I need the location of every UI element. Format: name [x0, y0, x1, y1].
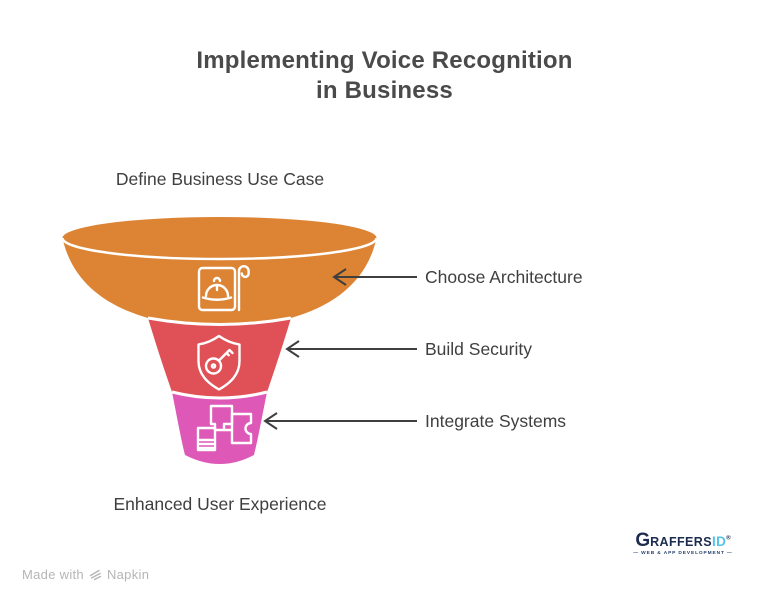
system-blocks-icon — [196, 404, 253, 452]
made-with-napkin: Made with Napkin — [22, 567, 149, 582]
funnel-separator-1 — [147, 316, 292, 326]
page-title: Implementing Voice Recognition in Busine… — [0, 46, 769, 106]
title-line-1: Implementing Voice Recognition — [196, 47, 573, 74]
registered-mark: ® — [726, 535, 731, 542]
napkin-text: Napkin — [106, 567, 150, 582]
funnel-top-label: Define Business Use Case — [115, 169, 325, 189]
blueprint-hardhat-icon — [197, 265, 250, 312]
napkin-logo-icon — [89, 569, 102, 581]
shield-key-icon — [197, 334, 241, 391]
stage-label-integrate-systems: Integrate Systems — [425, 411, 567, 431]
logo-tagline: — WEB & APP DEVELOPMENT — — [633, 551, 733, 556]
stage-label-build-security: Build Security — [425, 339, 532, 359]
arrow-build-security — [285, 340, 417, 358]
made-with-text: Made with — [22, 567, 84, 582]
title-line-2: in Business — [316, 77, 453, 104]
graffersid-wordmark: GRAFFERSID® — [624, 531, 742, 550]
logo-id: ID — [711, 534, 727, 549]
funnel-top-ellipse — [62, 217, 377, 259]
arrow-choose-architecture — [332, 268, 417, 286]
logo-raffers: RAFFERS — [650, 535, 712, 549]
funnel-stage-integrate-systems — [172, 392, 267, 464]
funnel-separator-2 — [171, 390, 268, 400]
stage-label-choose-architecture: Choose Architecture — [425, 267, 583, 287]
funnel-stage-build-security — [148, 318, 291, 399]
logo-letter-g: G — [635, 530, 651, 551]
funnel-rim-line — [61, 237, 378, 261]
funnel-bottom-label: Enhanced User Experience — [113, 494, 327, 514]
arrow-integrate-systems — [263, 412, 417, 430]
graffersid-logo: GRAFFERSID® — WEB & APP DEVELOPMENT — — [624, 531, 742, 557]
